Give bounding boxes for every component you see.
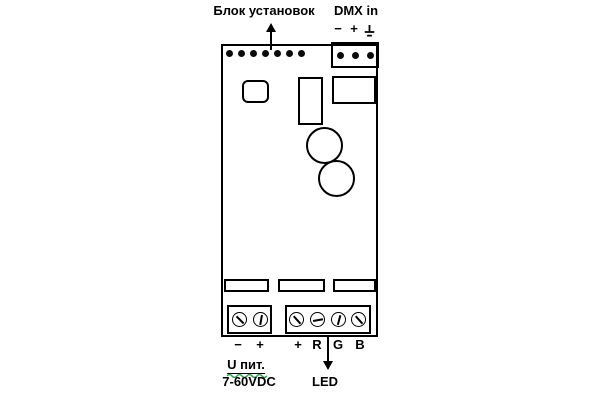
screw-slot (336, 314, 341, 325)
led-arrow-line (327, 336, 329, 362)
screw-terminal (310, 312, 325, 327)
power-terminal-block (227, 305, 272, 334)
led-output-label: LED (312, 374, 338, 389)
settings-arrow-line (270, 31, 272, 50)
settings-pin-dot (286, 50, 293, 57)
screw-slot (354, 315, 363, 324)
solder-pad (224, 279, 269, 292)
power-supply-text: U пит. (227, 357, 265, 374)
settings-pin-dot (238, 50, 245, 57)
led-r-label: R (312, 337, 322, 352)
led-b-label: B (355, 337, 365, 352)
screw-slot (312, 317, 323, 322)
solder-pad (278, 279, 325, 292)
power-plus-label: + (256, 337, 264, 352)
dmx-plus-label: + (350, 21, 358, 36)
led-terminal-block (285, 305, 371, 334)
screw-terminal (253, 312, 268, 327)
grammar-squiggle-underline (227, 373, 267, 378)
vertical-component (298, 77, 323, 125)
settings-pin-dot (298, 50, 305, 57)
settings-pin-dot (274, 50, 281, 57)
earth-ground-icon (364, 24, 375, 42)
dmx-pin-dot (336, 51, 344, 59)
dmx-input-connector (331, 42, 379, 68)
dmx-minus-label: − (334, 21, 342, 36)
capacitor-component-2 (318, 160, 355, 197)
screw-terminal (351, 312, 366, 327)
screw-slot (235, 315, 244, 324)
screw-slot (258, 314, 263, 325)
horizontal-component (332, 76, 376, 104)
dmx-in-label: DMX in (333, 3, 379, 18)
dmx-pin-dot (366, 51, 374, 59)
capacitor-component-1 (306, 127, 343, 164)
settings-pin-dot (226, 50, 233, 57)
solder-pad (333, 279, 376, 292)
dmx-pin-dot (351, 51, 359, 59)
settings-pin-row (226, 50, 305, 57)
controller-board-outline (221, 42, 379, 337)
led-arrow-head (323, 361, 333, 370)
screw-terminal (232, 312, 247, 327)
screw-terminal (289, 312, 304, 327)
power-minus-label: − (234, 337, 242, 352)
led-plus-label: + (294, 337, 302, 352)
ic-chip-component (242, 80, 269, 103)
settings-pin-dot (250, 50, 257, 57)
settings-block-label: Блок установок (213, 3, 315, 18)
voltage-range-label: 7-60VDC (222, 374, 276, 389)
settings-pin-dot (262, 50, 269, 57)
screw-terminal (331, 312, 346, 327)
screw-slot (292, 315, 301, 324)
led-g-label: G (332, 337, 344, 352)
power-supply-label: U пит. (227, 357, 265, 374)
settings-arrow-head (266, 23, 276, 32)
